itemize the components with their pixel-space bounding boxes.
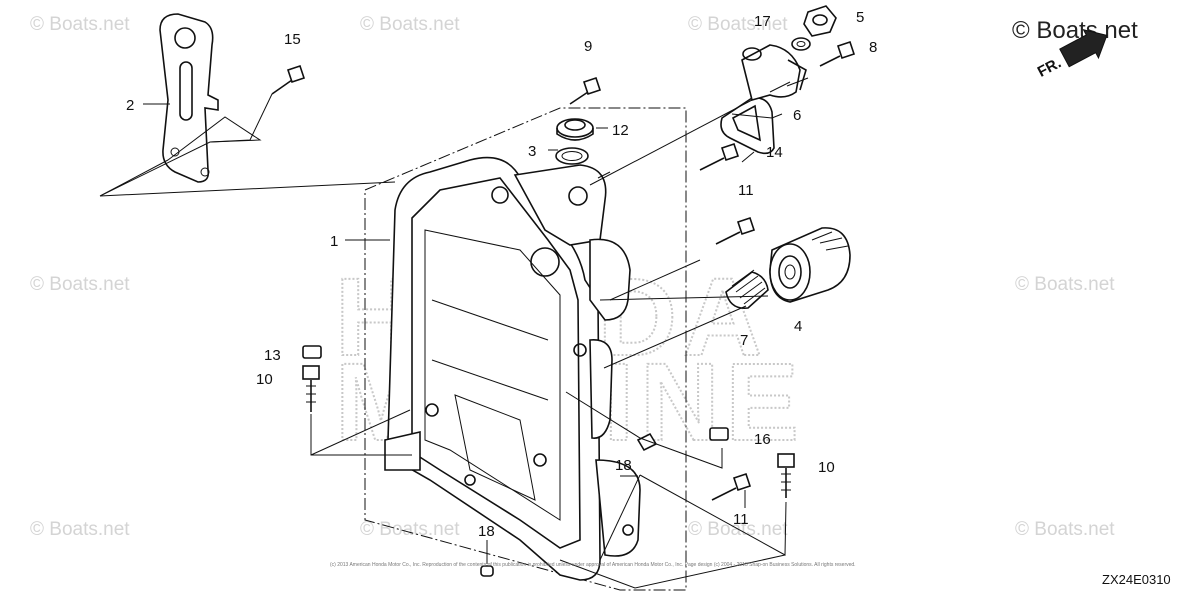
callout-17: 17: [754, 13, 771, 30]
watermark: © Boats.net: [688, 14, 788, 35]
callout-12: 12: [612, 122, 629, 139]
dowel-18-lower: [480, 565, 494, 577]
callout-2: 2: [126, 97, 134, 114]
watermark-layer: © Boats.net © Boats.net © Boats.net © Bo…: [30, 14, 1115, 540]
bolt-15: [271, 64, 306, 95]
part-2-bracket: [159, 13, 219, 183]
callout-10-right: 10: [818, 459, 835, 476]
callout-11-upper: 11: [738, 182, 754, 199]
callout-13: 13: [264, 347, 281, 364]
callout-5: 5: [856, 9, 864, 26]
callout-7: 7: [740, 332, 748, 349]
part-3-o-ring: [555, 147, 589, 165]
leader-lines: [99, 77, 809, 589]
callout-11-lower: 11: [733, 511, 749, 528]
callout-15: 15: [284, 31, 301, 48]
part-6-elbow: [720, 44, 807, 155]
callout-3: 3: [528, 143, 536, 160]
bolt-10-left: [302, 365, 320, 412]
callout-labels: 1 2 3 4 5 6 7 8 9 10 10 11 11 12 13 14 1…: [126, 9, 877, 540]
bolt-8: [819, 40, 856, 67]
bolt-11-lower: [711, 472, 752, 501]
bolt-14: [699, 142, 740, 171]
part-4-filter: [769, 227, 851, 303]
part-12-seal: [556, 118, 594, 141]
callout-16: 16: [754, 431, 771, 448]
watermark: © Boats.net: [30, 274, 130, 295]
callout-8: 8: [869, 39, 877, 56]
callout-18-lower: 18: [478, 523, 495, 540]
watermark: © Boats.net: [360, 14, 460, 35]
watermark: © Boats.net: [1015, 274, 1115, 295]
bolt-10-right: [777, 453, 795, 498]
nut-13: [302, 345, 322, 359]
brand-watermark: © Boats.net: [1012, 17, 1138, 44]
fr-label: FR.: [1035, 54, 1064, 80]
bolt-9: [569, 76, 602, 105]
callout-10-left: 10: [256, 371, 273, 388]
watermark: © Boats.net: [30, 14, 130, 35]
copyright-line: (c) 2013 American Honda Motor Co., Inc. …: [330, 562, 856, 568]
callout-1: 1: [330, 233, 338, 250]
watermark: © Boats.net: [30, 519, 130, 540]
callout-4: 4: [794, 318, 802, 335]
arrow-icon: [1059, 28, 1108, 68]
part-5-cap: [803, 5, 837, 37]
part-17-washer: [791, 37, 811, 51]
callout-18-upper: 18: [615, 457, 632, 474]
bolt-11-upper: [715, 216, 756, 245]
callout-9: 9: [584, 38, 592, 55]
callout-14: 14: [766, 144, 783, 161]
watermark: © Boats.net: [1015, 519, 1115, 540]
part-7-spring: [725, 269, 769, 309]
callout-6: 6: [793, 107, 801, 124]
diagram-code: ZX24E0310: [1102, 572, 1171, 587]
watermark: © Boats.net: [360, 519, 460, 540]
nut-16: [709, 427, 729, 441]
